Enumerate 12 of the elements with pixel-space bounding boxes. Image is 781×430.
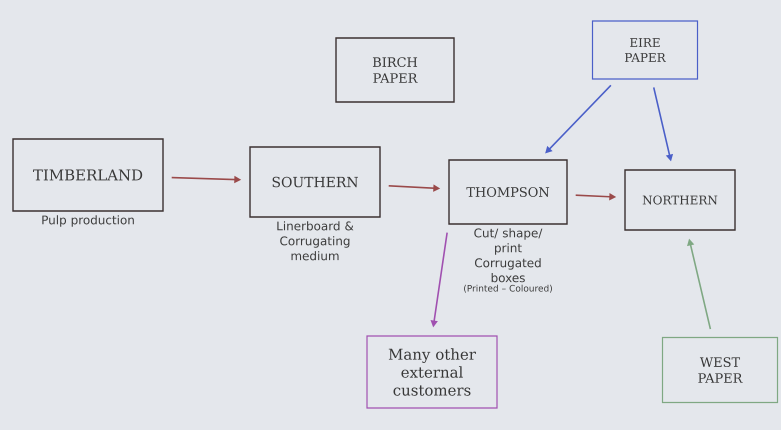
process-box: EIRE PAPER xyxy=(592,20,698,80)
process-box: NORTHERN xyxy=(624,169,736,231)
caption-text: (Printed – Coloured) xyxy=(464,284,552,293)
process-box: WEST PAPER xyxy=(662,336,778,404)
process-box: BIRCH PAPER xyxy=(335,37,455,103)
process-box: THOMPSON xyxy=(448,159,568,225)
process-box: Many other external customers xyxy=(366,335,498,409)
caption-text: Linerboard & Corrugating medium xyxy=(277,221,354,260)
process-box: SOUTHERN xyxy=(249,146,381,218)
caption-text: Pulp production xyxy=(42,215,134,227)
caption-text: Cut/ shape/ print Corrugated boxes xyxy=(474,228,542,282)
process-box: TIMBERLAND xyxy=(12,138,164,212)
